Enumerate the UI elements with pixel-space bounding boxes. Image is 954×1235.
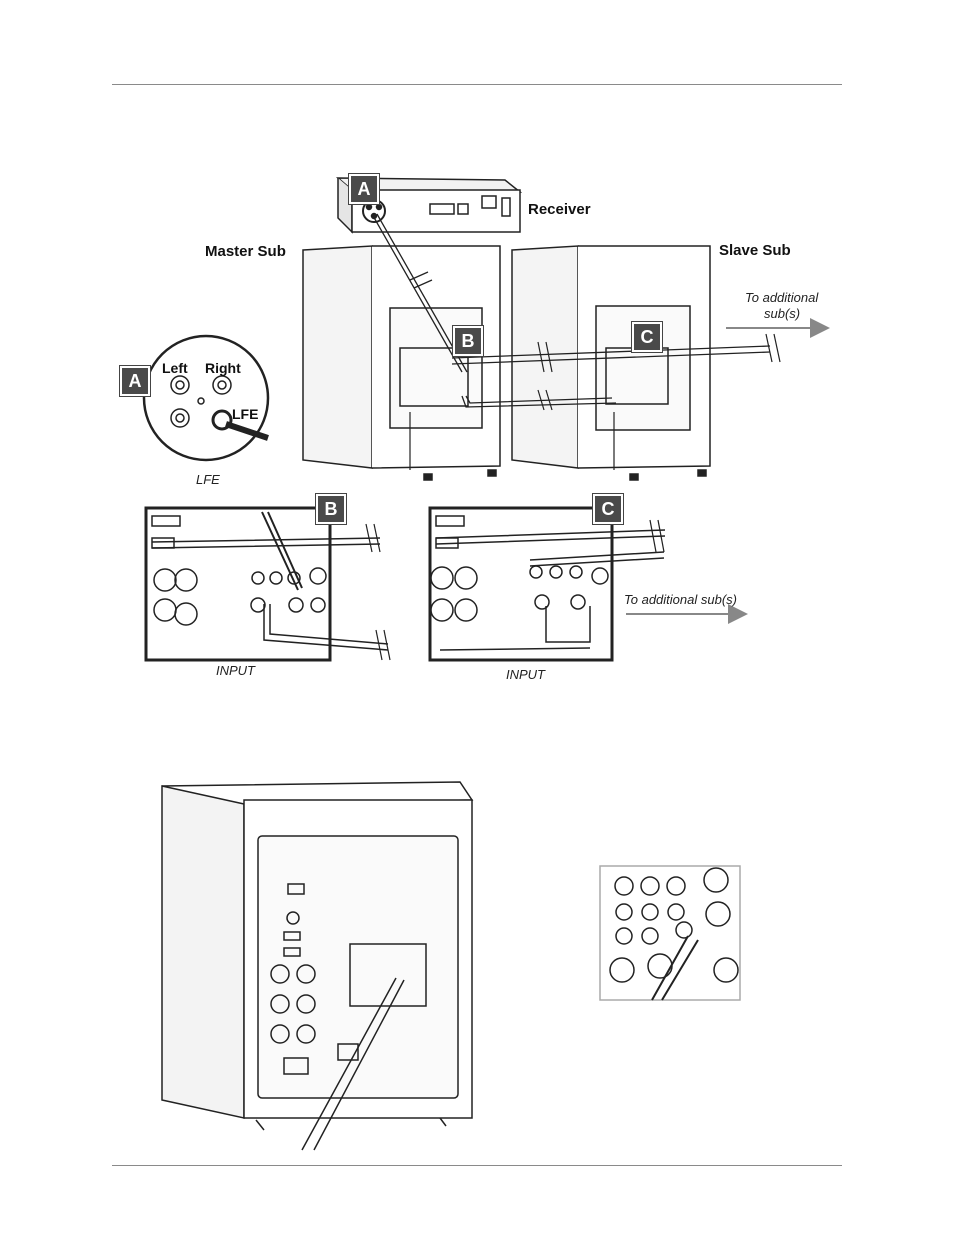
detail-c-panel	[430, 508, 665, 660]
jack-lfe-label: LFE	[232, 406, 258, 422]
callout-c-detail: C	[593, 494, 623, 524]
lfe-caption: LFE	[196, 472, 220, 487]
callout-c-mid: C	[632, 322, 662, 352]
zoomed-connector-panel	[600, 866, 740, 1000]
callout-a-left: A	[120, 366, 150, 396]
callout-b-mid: B	[453, 326, 483, 356]
jack-right-label: Right	[205, 360, 241, 376]
to-additional-line2: sub(s)	[764, 306, 800, 321]
callout-a-top: A	[349, 174, 379, 204]
jack-left-label: Left	[162, 360, 188, 376]
input-caption-c: INPUT	[506, 667, 545, 682]
large-sub-rear	[162, 782, 472, 1150]
receiver-label: Receiver	[528, 201, 591, 218]
lfe-zoom-circle	[144, 336, 268, 460]
master-sub-label: Master Sub	[205, 243, 286, 260]
input-caption-b: INPUT	[216, 663, 255, 678]
detail-b-panel	[146, 508, 388, 660]
to-additional-line1: To additional	[745, 290, 818, 305]
to-additional-inline: To additional sub(s)	[624, 592, 737, 607]
slave-sub-label: Slave Sub	[719, 242, 791, 259]
callout-b-detail: B	[316, 494, 346, 524]
